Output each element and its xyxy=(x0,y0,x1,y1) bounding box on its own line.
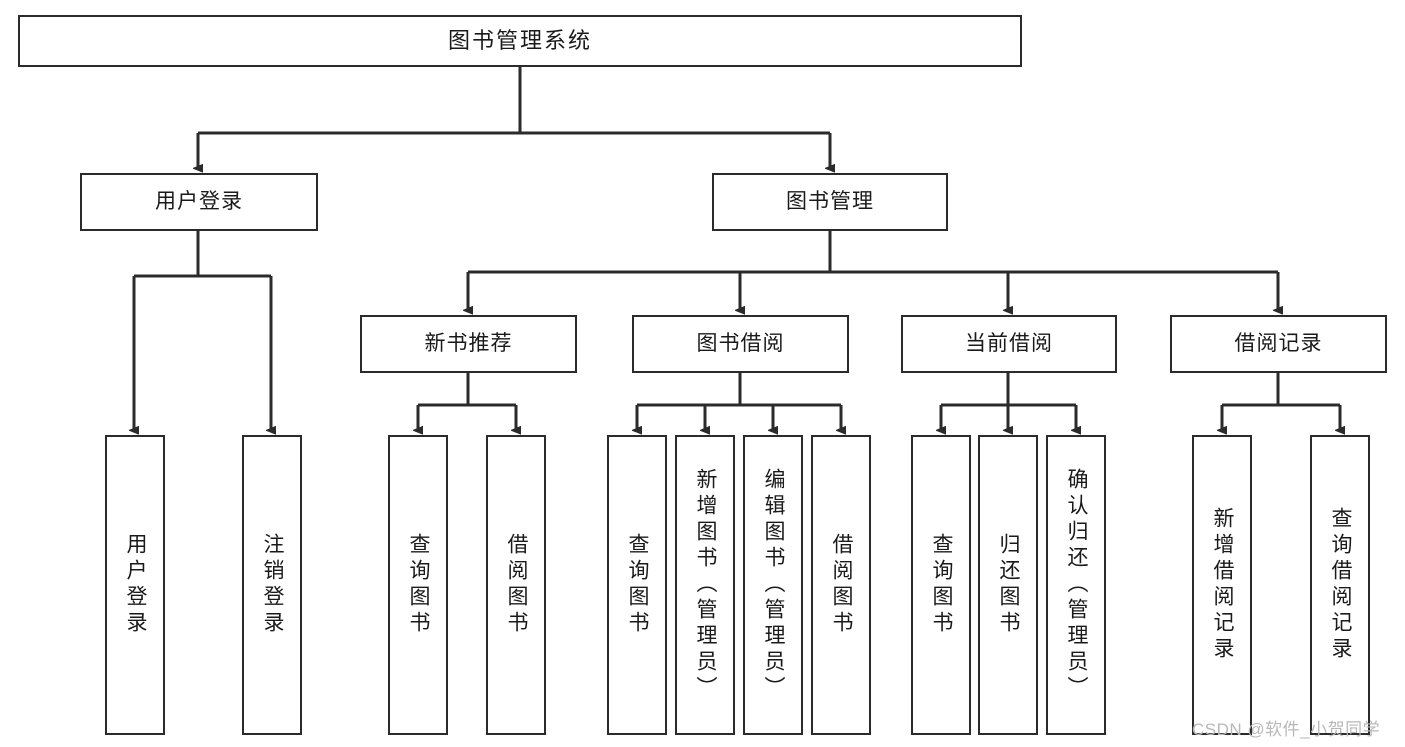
leaf-query-borrow-record[interactable]: 查询借阅记录 xyxy=(1310,435,1370,735)
node-new-book-recommend[interactable]: 新书推荐 xyxy=(360,315,577,373)
node-current-borrow[interactable]: 当前借阅 xyxy=(901,315,1117,373)
leaf-user-login[interactable]: 用户登录 xyxy=(105,435,165,735)
node-user-login[interactable]: 用户登录 xyxy=(80,173,318,231)
node-book-management[interactable]: 图书管理 xyxy=(712,173,948,231)
leaf-query-book-3[interactable]: 查询图书 xyxy=(911,435,971,735)
leaf-query-book-2[interactable]: 查询图书 xyxy=(607,435,667,735)
node-book-borrow[interactable]: 图书借阅 xyxy=(632,315,849,373)
node-borrow-record[interactable]: 借阅记录 xyxy=(1170,315,1387,373)
leaf-confirm-return-admin[interactable]: 确认归还（管理员） xyxy=(1046,435,1106,735)
leaf-return-book[interactable]: 归还图书 xyxy=(978,435,1038,735)
node-root-system[interactable]: 图书管理系统 xyxy=(18,15,1022,67)
leaf-edit-book-admin[interactable]: 编辑图书（管理员） xyxy=(743,435,803,735)
leaf-logout[interactable]: 注销登录 xyxy=(242,435,302,735)
leaf-borrow-book-1[interactable]: 借阅图书 xyxy=(486,435,546,735)
leaf-add-borrow-record[interactable]: 新增借阅记录 xyxy=(1192,435,1252,735)
csdn-watermark: CSDN @软件_小贺同学 xyxy=(1192,720,1381,739)
leaf-query-book-1[interactable]: 查询图书 xyxy=(388,435,448,735)
leaf-add-book-admin[interactable]: 新增图书（管理员） xyxy=(675,435,735,735)
leaf-borrow-book-2[interactable]: 借阅图书 xyxy=(811,435,871,735)
